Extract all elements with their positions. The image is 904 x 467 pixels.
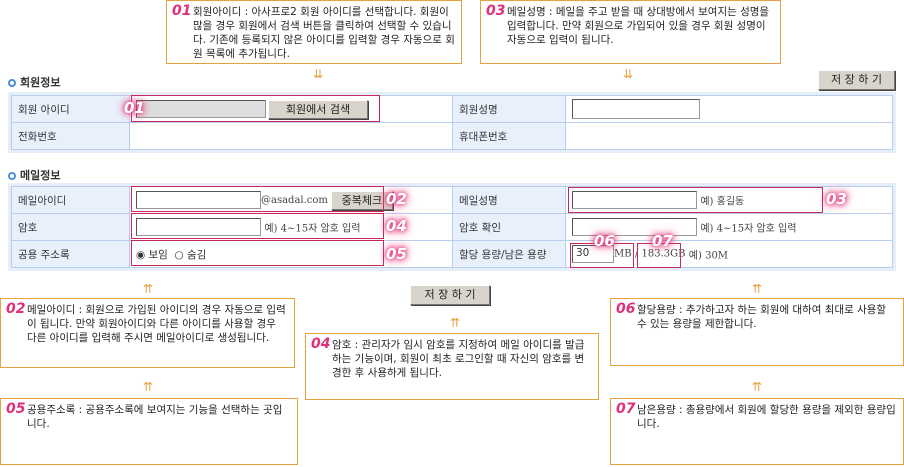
- mail-domain: @asadal.com: [261, 194, 328, 206]
- member-name-input[interactable]: [572, 99, 700, 119]
- arrow-up-icon: ⇊: [450, 315, 461, 329]
- badge-01: 01: [124, 99, 145, 117]
- section-title: 회원정보: [20, 76, 61, 89]
- callout-text: 암호 : 관리자가 임시 암호를 지정하여 메일 아이디를 발급하는 기능이며,…: [332, 339, 585, 379]
- address-book-label: 공용 주소록: [11, 240, 130, 268]
- arrow-up-icon: ⇊: [143, 379, 154, 393]
- password-confirm-hint: 예) 4~15자 암호 입력: [700, 223, 797, 235]
- mail-name-label: 메일성명: [452, 186, 566, 214]
- highlight-05: [131, 240, 384, 266]
- arrow-down-icon: ⇊: [313, 67, 324, 81]
- mail-name-input[interactable]: [572, 191, 697, 209]
- badge-07: 07: [652, 232, 673, 250]
- password-input[interactable]: [136, 218, 261, 236]
- quota-unit: MB: [614, 248, 632, 260]
- highlight-02: [131, 186, 384, 212]
- callout-number: 03: [486, 3, 506, 19]
- badge-05: 05: [386, 245, 407, 263]
- callout-number: 02: [6, 301, 26, 317]
- quota-input[interactable]: 30: [572, 245, 614, 263]
- callout-number: 04: [311, 336, 331, 352]
- member-id-input[interactable]: [136, 100, 266, 118]
- hide-radio[interactable]: ○ 숨김: [174, 248, 207, 261]
- phone-label: 전화번호: [11, 122, 130, 150]
- highlight-01: [131, 95, 380, 122]
- highlight-03: [568, 187, 823, 213]
- highlight-07: [637, 243, 681, 268]
- member-name-label: 회원성명: [452, 95, 566, 123]
- bullet-icon: [8, 79, 16, 87]
- quota-label: 할당 용량/남은 용량: [452, 240, 566, 268]
- callout-text: 메일아이디 : 회원으로 가입된 아이디의 경우 자동으로 입력이 됩니다. 만…: [27, 304, 286, 344]
- member-id-label: 회원 아이디: [11, 95, 130, 123]
- callout-number: 01: [172, 3, 192, 19]
- password-confirm-input[interactable]: [572, 218, 697, 236]
- callout-text: 메일성명 : 메일을 주고 받을 때 상대방에서 보여지는 성명을 입력합니다.…: [507, 6, 770, 46]
- save-button-top[interactable]: 저 장 하 기: [818, 70, 895, 90]
- callout-text: 회원아이디 : 아사프로2 회원 아이디를 선택합니다. 회원이 많을 경우 회…: [193, 6, 455, 60]
- highlight-04: [131, 213, 384, 239]
- mail-name-hint: 예) 홍길동: [700, 196, 745, 208]
- remaining-capacity: / 183.3GB: [634, 248, 686, 260]
- hide-label: 숨김: [187, 248, 207, 261]
- badge-04: 04: [386, 217, 407, 235]
- bullet-icon: [8, 172, 16, 180]
- arrow-up-icon: ⇊: [752, 379, 763, 393]
- arrow-up-icon: ⇊: [752, 281, 763, 295]
- mail-info-heading: 메일정보: [8, 167, 60, 183]
- duplicate-check-button[interactable]: 중복체크: [330, 190, 393, 210]
- callout-text: 할당용량 : 추가하고자 하는 회원에 대하여 최대로 사용할 수 있는 용량을…: [637, 304, 887, 330]
- badge-06: 06: [594, 232, 615, 250]
- password-hint: 예) 4~15자 암호 입력: [264, 223, 361, 235]
- password-label: 암호: [11, 213, 130, 241]
- callout-text: 남은용량 : 총용량에서 회원에 할당한 용량을 제외한 용량입니다.: [637, 404, 896, 430]
- mobile-label: 휴대폰번호: [452, 122, 566, 150]
- member-info-heading: 회원정보: [8, 74, 60, 90]
- save-button-bottom[interactable]: 저 장 하 기: [410, 285, 490, 305]
- highlight-06: [570, 243, 634, 268]
- show-label: 보임: [148, 248, 168, 261]
- callout-number: 07: [616, 401, 636, 417]
- member-search-button[interactable]: 회원에서 검색: [268, 99, 368, 119]
- section-title: 메일정보: [20, 169, 61, 182]
- password-confirm-label: 암호 확인: [452, 213, 566, 241]
- mail-id-input[interactable]: [136, 191, 261, 209]
- arrow-up-icon: ⇊: [143, 281, 154, 295]
- quota-hint: 예) 30M: [688, 250, 729, 262]
- phone-value: [129, 122, 453, 150]
- callout-number: 05: [6, 401, 26, 417]
- callout-number: 06: [616, 301, 636, 317]
- badge-02: 02: [386, 190, 407, 208]
- member-info-table: 회원 아이디 회원에서 검색 회원성명 전화번호 휴대폰번호: [8, 92, 896, 153]
- badge-03: 03: [826, 190, 847, 208]
- callout-text: 공용주소록 : 공용주소록에 보여지는 기능을 선택하는 곳입니다.: [27, 404, 283, 430]
- show-radio[interactable]: ◉ 보임: [136, 248, 168, 261]
- arrow-down-icon: ⇊: [623, 67, 634, 81]
- mobile-value: [565, 122, 893, 150]
- mail-id-label: 메일아이디: [11, 186, 130, 214]
